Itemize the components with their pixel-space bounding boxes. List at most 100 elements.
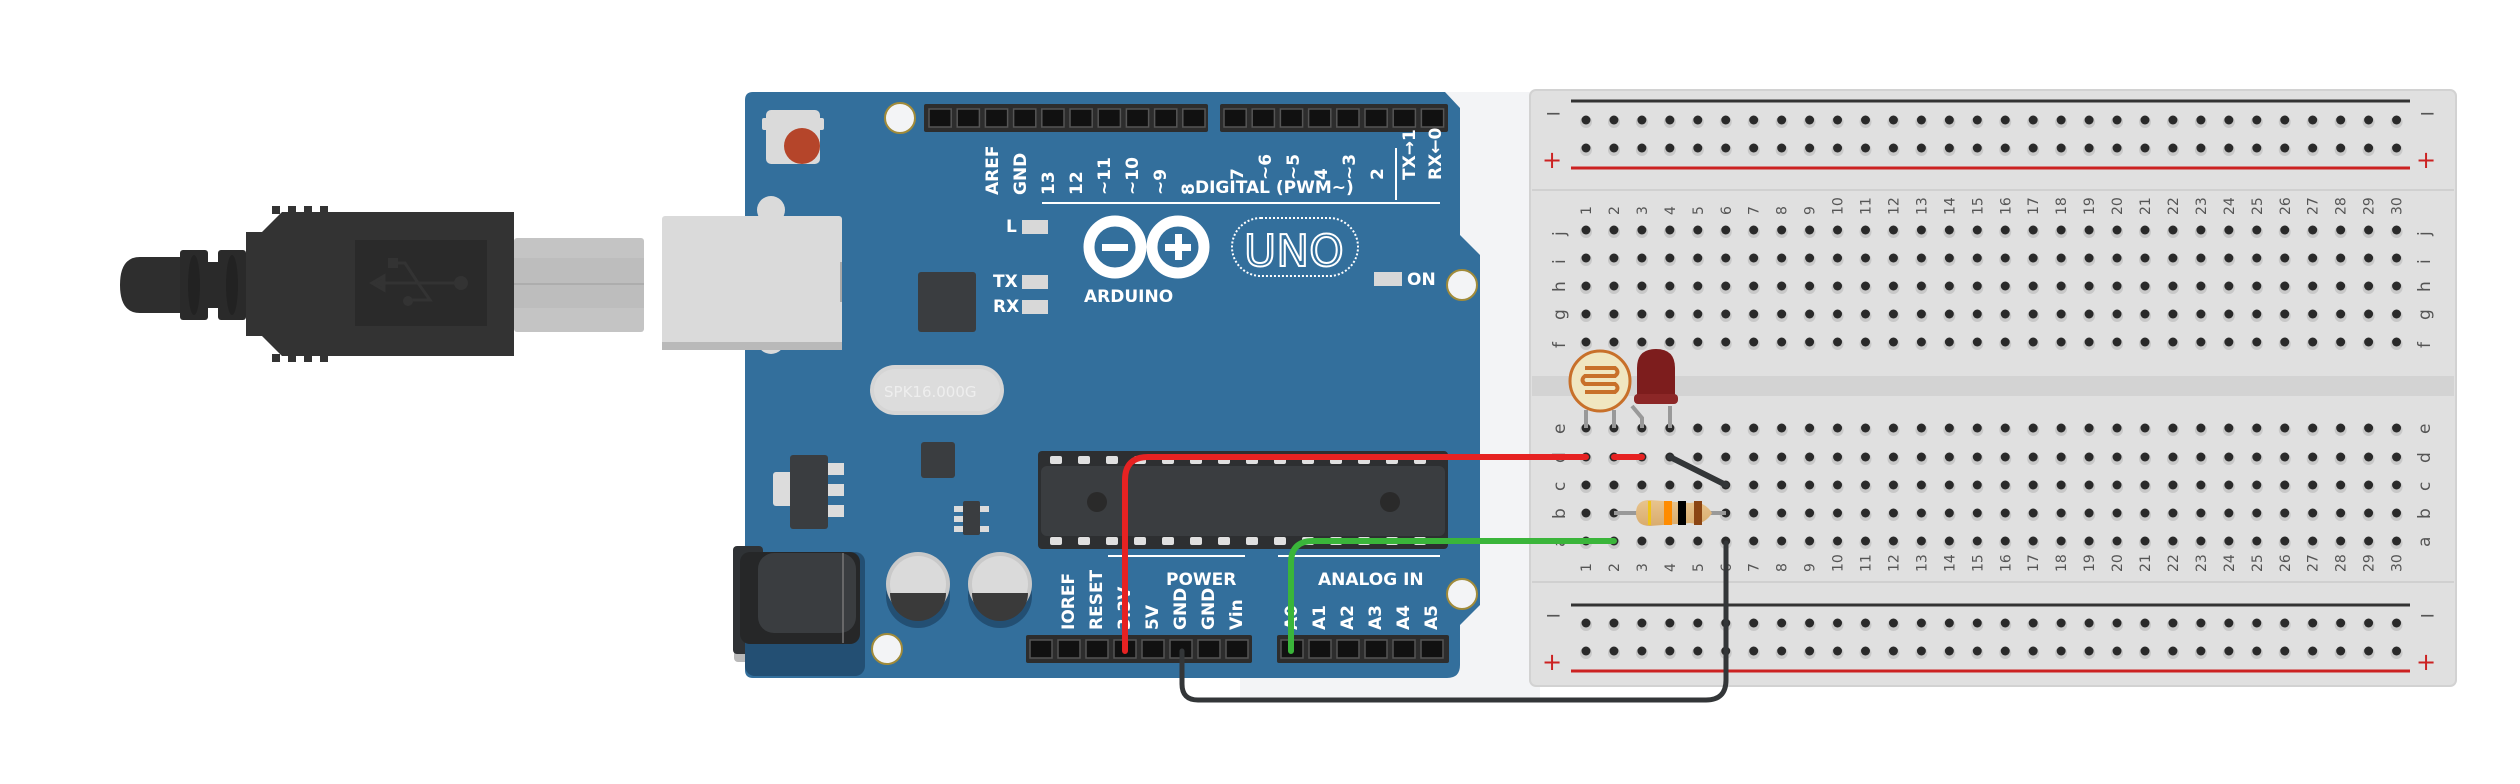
breadboard-hole[interactable] <box>2392 452 2402 462</box>
digital-pin-socket[interactable] <box>1069 108 1093 128</box>
digital-pin-socket[interactable] <box>1125 108 1150 128</box>
breadboard-hole[interactable] <box>1777 452 1787 462</box>
breadboard-hole[interactable] <box>2392 337 2402 347</box>
breadboard-hole[interactable] <box>2084 536 2094 546</box>
breadboard-hole[interactable] <box>1944 452 1954 462</box>
breadboard-hole[interactable] <box>2364 618 2374 628</box>
breadboard-hole[interactable] <box>2168 281 2178 291</box>
breadboard-hole[interactable] <box>2140 508 2150 518</box>
breadboard-hole[interactable] <box>2112 143 2122 153</box>
breadboard-hole[interactable] <box>2028 618 2038 628</box>
breadboard-hole[interactable] <box>2168 225 2178 235</box>
breadboard-hole[interactable] <box>1665 143 1675 153</box>
breadboard-hole[interactable] <box>1888 423 1898 433</box>
breadboard-hole[interactable] <box>2392 225 2402 235</box>
breadboard-hole[interactable] <box>1861 281 1870 291</box>
breadboard-hole[interactable] <box>2140 337 2150 347</box>
breadboard-hole[interactable] <box>1861 115 1870 125</box>
breadboard-hole[interactable] <box>1777 253 1787 263</box>
breadboard-hole[interactable] <box>1944 143 1954 153</box>
breadboard-hole[interactable] <box>2196 337 2206 347</box>
breadboard-hole[interactable] <box>2140 281 2150 291</box>
breadboard-hole[interactable] <box>2028 143 2038 153</box>
digital-pin-socket[interactable] <box>1420 108 1445 128</box>
breadboard-hole[interactable] <box>1972 508 1982 518</box>
power-header[interactable] <box>1026 635 1252 663</box>
digital-pin-socket[interactable] <box>956 108 981 128</box>
breadboard-hole[interactable] <box>2280 337 2290 347</box>
breadboard-hole[interactable] <box>2364 480 2374 490</box>
breadboard-hole[interactable] <box>2168 536 2178 546</box>
analog-pin-socket[interactable] <box>1392 639 1416 659</box>
breadboard-hole[interactable] <box>2252 115 2262 125</box>
breadboard-hole[interactable] <box>2000 646 2010 656</box>
breadboard-hole[interactable] <box>1581 115 1591 125</box>
breadboard-hole[interactable] <box>1777 115 1787 125</box>
breadboard-hole[interactable] <box>1693 646 1703 656</box>
power-pin-socket[interactable] <box>1225 639 1249 659</box>
breadboard-hole[interactable] <box>2000 508 2010 518</box>
breadboard-hole[interactable] <box>1749 115 1759 125</box>
breadboard-hole[interactable] <box>2140 618 2150 628</box>
breadboard-hole[interactable] <box>1861 452 1870 462</box>
breadboard-hole[interactable] <box>1693 423 1703 433</box>
breadboard-hole[interactable] <box>1805 309 1815 319</box>
digital-pin-socket[interactable] <box>1041 108 1065 128</box>
breadboard-hole[interactable] <box>2112 309 2122 319</box>
breadboard-hole[interactable] <box>2364 253 2374 263</box>
breadboard-hole[interactable] <box>1581 143 1591 153</box>
breadboard-hole[interactable] <box>1805 423 1815 433</box>
breadboard-hole[interactable] <box>1749 281 1759 291</box>
breadboard[interactable]: − + − + − + − + 112233445566778899101011… <box>1529 89 2457 687</box>
breadboard-hole[interactable] <box>1972 480 1982 490</box>
breadboard-hole[interactable] <box>2252 646 2262 656</box>
breadboard-hole[interactable] <box>2140 423 2150 433</box>
usb-cable[interactable] <box>120 206 644 362</box>
breadboard-hole[interactable] <box>2196 423 2206 433</box>
breadboard-hole[interactable] <box>1833 618 1843 628</box>
breadboard-hole[interactable] <box>1609 508 1619 518</box>
breadboard-hole[interactable] <box>2224 143 2234 153</box>
breadboard-hole[interactable] <box>2196 309 2206 319</box>
breadboard-hole[interactable] <box>1916 281 1926 291</box>
power-pin-socket[interactable] <box>1057 639 1081 659</box>
breadboard-hole[interactable] <box>2140 452 2150 462</box>
breadboard-hole[interactable] <box>2252 452 2262 462</box>
breadboard-hole[interactable] <box>1581 225 1591 235</box>
breadboard-hole[interactable] <box>2140 143 2150 153</box>
breadboard-hole[interactable] <box>1665 480 1675 490</box>
photoresistor[interactable] <box>1568 349 1632 428</box>
breadboard-hole[interactable] <box>1609 309 1619 319</box>
breadboard-hole[interactable] <box>2336 618 2346 628</box>
breadboard-hole[interactable] <box>2112 508 2122 518</box>
power-pin-socket[interactable] <box>1141 639 1165 659</box>
breadboard-hole[interactable] <box>2112 480 2122 490</box>
breadboard-hole[interactable] <box>1972 225 1982 235</box>
breadboard-hole[interactable] <box>2336 309 2346 319</box>
breadboard-hole[interactable] <box>1944 281 1954 291</box>
breadboard-hole[interactable] <box>2224 536 2234 546</box>
breadboard-hole[interactable] <box>1861 646 1870 656</box>
breadboard-hole[interactable] <box>2336 508 2346 518</box>
breadboard-hole[interactable] <box>1693 225 1703 235</box>
breadboard-hole[interactable] <box>1916 452 1926 462</box>
breadboard-hole[interactable] <box>1944 309 1954 319</box>
breadboard-hole[interactable] <box>1721 281 1731 291</box>
breadboard-hole[interactable] <box>1888 253 1898 263</box>
breadboard-hole[interactable] <box>2392 423 2402 433</box>
digital-pin-socket[interactable] <box>1251 108 1276 128</box>
breadboard-hole[interactable] <box>2392 508 2402 518</box>
breadboard-hole[interactable] <box>2336 452 2346 462</box>
breadboard-hole[interactable] <box>2168 618 2178 628</box>
breadboard-hole[interactable] <box>1693 452 1703 462</box>
breadboard-hole[interactable] <box>2196 225 2206 235</box>
breadboard-hole[interactable] <box>2196 536 2206 546</box>
breadboard-hole[interactable] <box>2140 115 2150 125</box>
breadboard-hole[interactable] <box>2140 225 2150 235</box>
breadboard-hole[interactable] <box>1693 618 1703 628</box>
breadboard-hole[interactable] <box>1637 646 1647 656</box>
breadboard-hole[interactable] <box>2056 115 2066 125</box>
breadboard-hole[interactable] <box>1777 480 1787 490</box>
breadboard-hole[interactable] <box>1861 309 1870 319</box>
